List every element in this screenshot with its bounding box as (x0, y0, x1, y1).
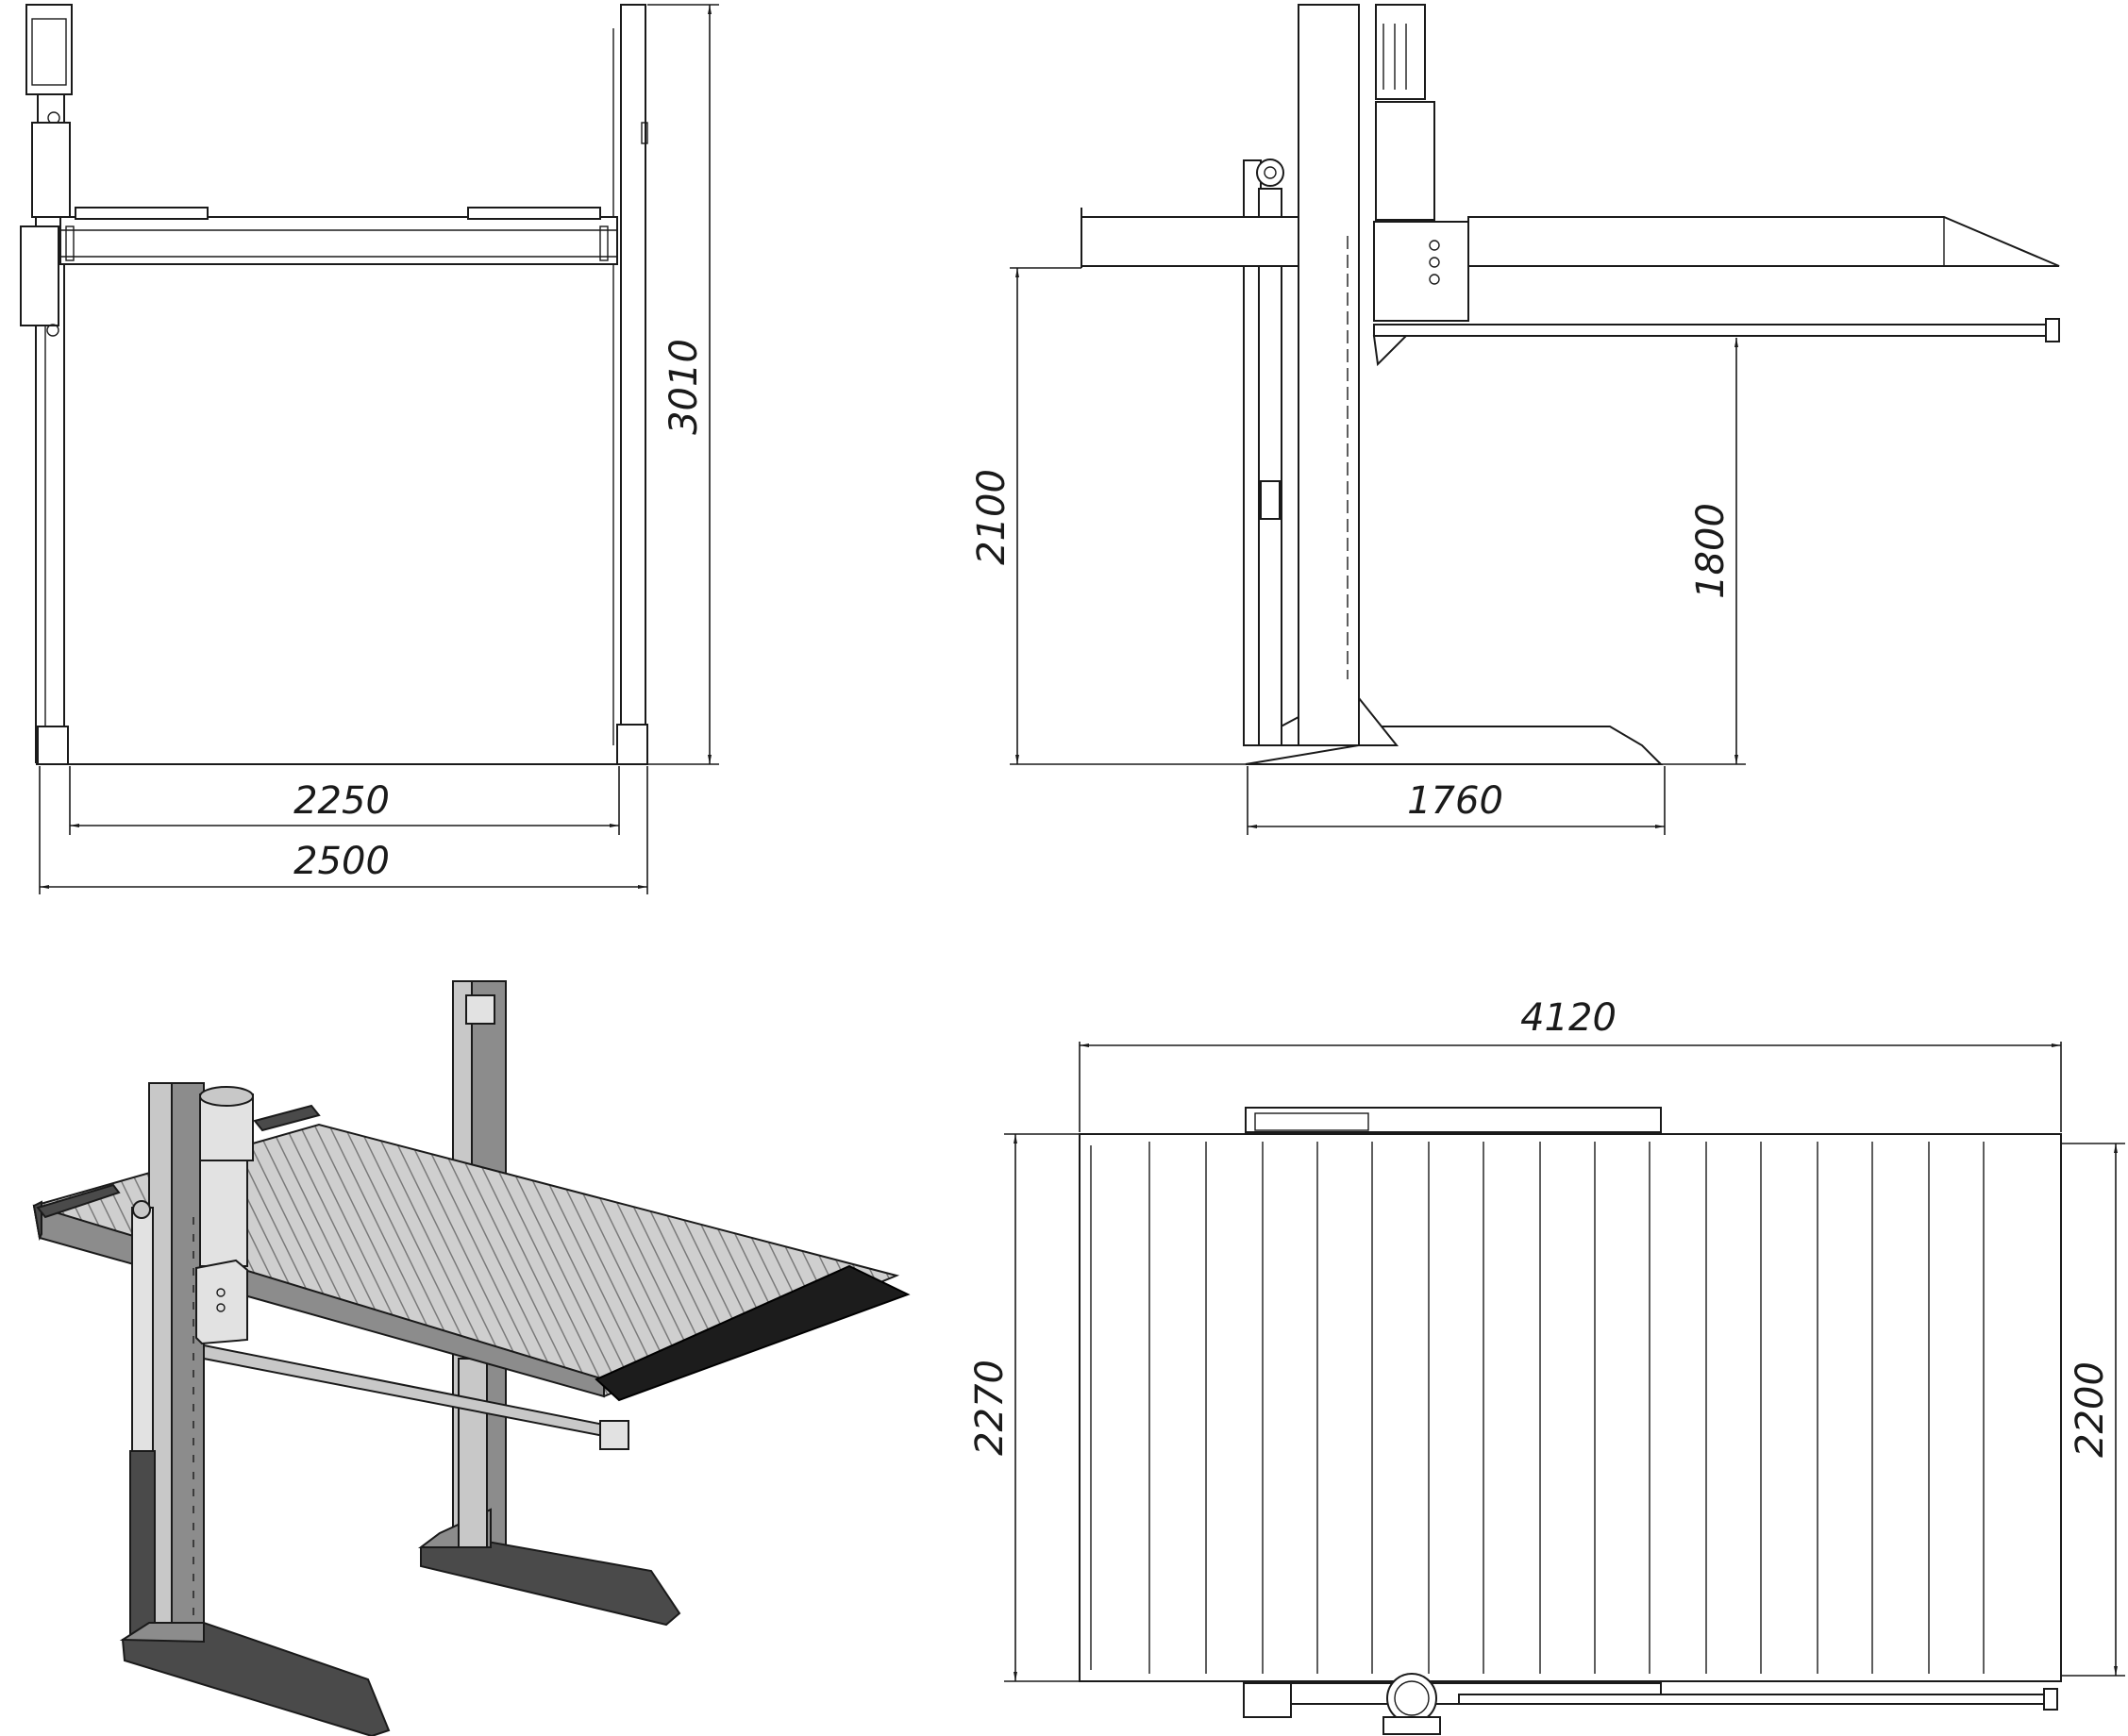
top-view: 4120 2270 2200 (968, 996, 2125, 1735)
side-platform-arm (1467, 216, 2060, 267)
isometric-view (32, 980, 911, 1736)
side-view: 2100 1800 1760 (970, 4, 2060, 835)
dim-side-base-length: 1760 (1407, 779, 1503, 823)
front-view: 2250 2500 3010 (20, 4, 719, 894)
iso-control-box (195, 1259, 248, 1345)
control-box (20, 225, 59, 326)
side-arm-rear (1081, 216, 1299, 267)
iso-pump (199, 1160, 248, 1267)
top-slats (1148, 1142, 1985, 1674)
dim-top-overall-width: 2270 (968, 1360, 1012, 1456)
chain-pulley (1256, 159, 1284, 187)
dim-top-length: 4120 (1520, 996, 1617, 1040)
top-rail-upper (1245, 1107, 1662, 1133)
dim-front-height: 3010 (662, 339, 706, 435)
right-column-foot (616, 724, 648, 765)
dim-front-inner-width: 2250 (293, 779, 390, 823)
dim-side-clearance: 1800 (1689, 503, 1733, 599)
iso-cylinder (131, 1207, 154, 1454)
wheel-stop-right (467, 207, 601, 220)
side-column (1298, 4, 1360, 746)
right-column (620, 4, 646, 765)
pump-unit (31, 122, 71, 218)
side-control-plate (1373, 221, 1469, 322)
dim-side-total-height: 2100 (970, 469, 1014, 565)
iso-ramp (595, 1264, 911, 1402)
dim-front-overall-width: 2500 (293, 840, 390, 883)
motor (25, 4, 73, 95)
side-pump (1375, 101, 1435, 221)
left-column-foot (37, 726, 69, 765)
top-platform (1079, 1133, 2062, 1682)
side-lower-bar (1373, 324, 2049, 337)
wheel-stop-left (75, 207, 209, 220)
dim-top-platform-width: 2200 (2069, 1361, 2112, 1458)
